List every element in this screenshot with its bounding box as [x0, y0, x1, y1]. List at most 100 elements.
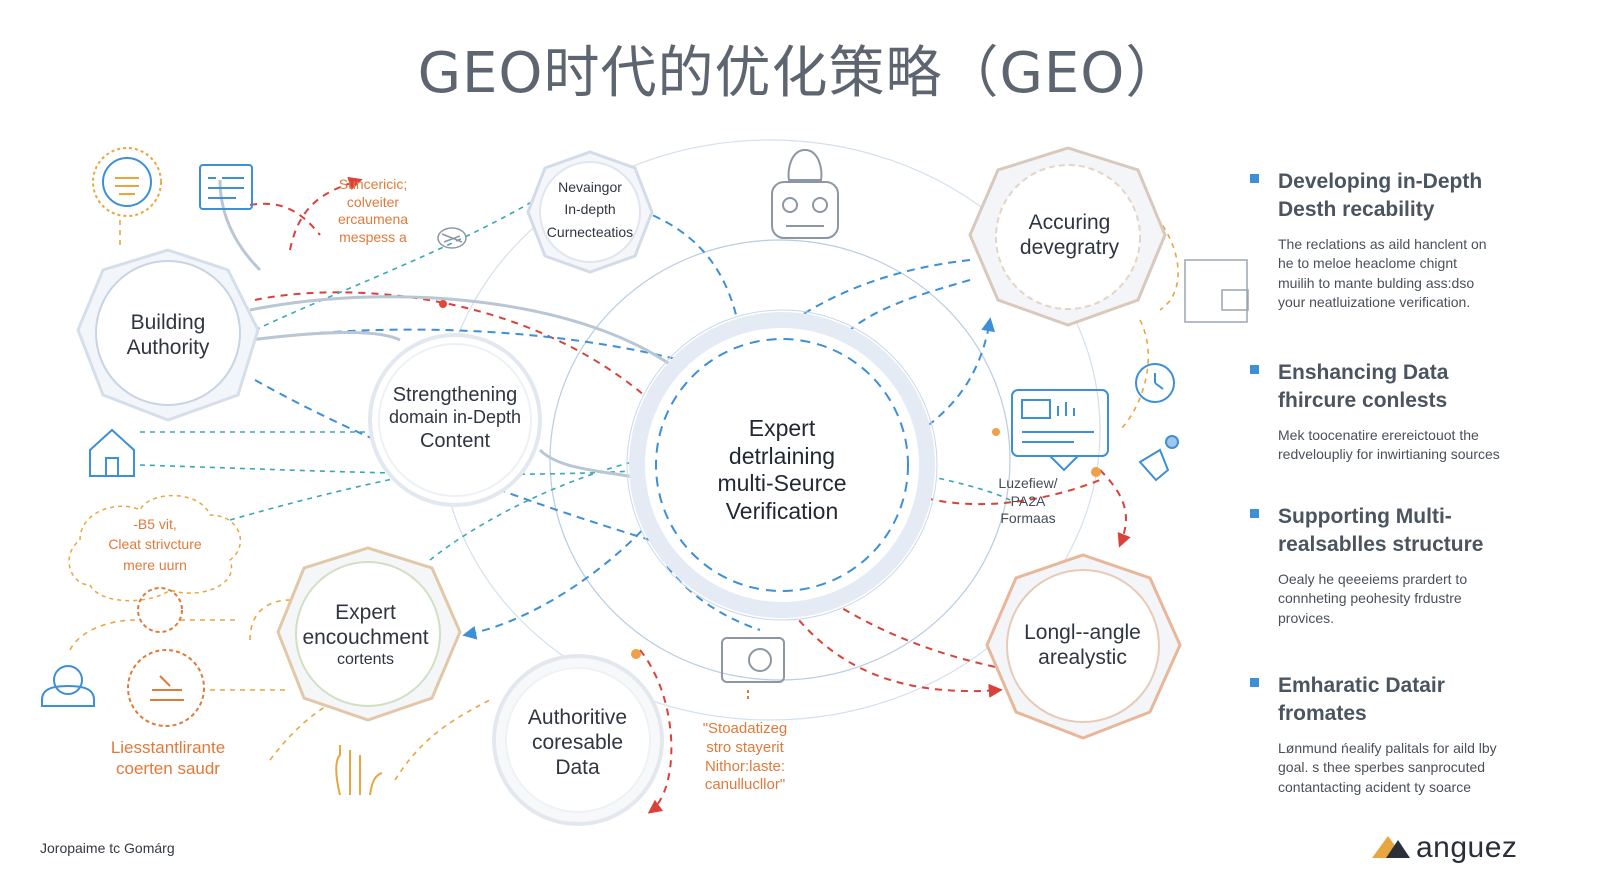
chart-box-icon: [1184, 259, 1249, 323]
panel-body-line: redveloupliy for inwirtianing sources: [1278, 446, 1500, 463]
panel-heading-line: Desth recability: [1278, 198, 1435, 222]
panel-heading-line: fromates: [1278, 702, 1367, 726]
footer-credit: Joropaime tc Gomárg: [40, 840, 175, 856]
node-expert-encouchment-circle: [276, 546, 462, 722]
center-node-label: Expert detrlaining multi-Seurce Verifica…: [672, 415, 892, 525]
panel-body: Oealy he qeeeiems prardert to connheting…: [1278, 570, 1550, 629]
panel-body-line: he to meloe heaclome chignt: [1278, 255, 1457, 272]
panel-heading-line: Enshancing Data: [1278, 361, 1449, 384]
bullet-icon: [1250, 174, 1259, 183]
annotation-line: Formaas: [1000, 510, 1056, 526]
annotation-line: coerten saudr: [116, 759, 220, 779]
node-line: coresable: [531, 731, 624, 755]
annotation-line: Suncericic;: [338, 176, 408, 192]
panel-body: Lønmund ńealify palitals for aild lby go…: [1278, 739, 1550, 798]
panel-item: Supporting Multi- realsablles structure …: [1250, 503, 1550, 628]
panel-heading: Enshancing Data fhircure conlests: [1278, 359, 1550, 416]
cloud-icon: [68, 494, 241, 602]
node-line: Expert: [335, 601, 396, 624]
node-long-angle-circle: [985, 553, 1182, 740]
annotation-line: canullucllor": [704, 776, 786, 794]
panel-item: Emharatic Datair fromates Lønmund ńealif…: [1250, 672, 1550, 797]
dashboard-icon: [1011, 389, 1109, 472]
annotation-line: Liesstantlirante: [110, 738, 226, 757]
panel-body-line: goal. s thee sperbes sanprocuted: [1278, 759, 1486, 776]
annotation-luzefiew: Luzefiew/ PA2A Formaas: [978, 475, 1078, 528]
seal-icon: [92, 147, 162, 217]
bullet-icon: [1250, 678, 1259, 687]
document-icon: [199, 164, 253, 210]
panel-heading-line: fhircure conlests: [1278, 389, 1448, 413]
brand-logo-icon: [1372, 836, 1410, 858]
panel-body-line: contantacting acident ty soarce: [1278, 778, 1472, 795]
annotation-line: mespess a: [339, 228, 407, 245]
timer-icon: [1135, 363, 1175, 403]
annotation-suncericic: Suncericic; colveiter ercaumena mespess …: [318, 176, 428, 246]
node-line: arealystic: [1038, 646, 1127, 670]
panel-item: Developing in-Depth Desth recability The…: [1250, 168, 1550, 313]
node-line: cortents: [337, 651, 394, 669]
node-line: encouchment: [302, 626, 429, 650]
node-building-authority: Building Authority: [98, 310, 238, 360]
node-line: Content: [419, 429, 491, 452]
hand-icon: [335, 745, 383, 796]
node-strengthening: Strengthening domain in-Depth Content: [370, 383, 540, 453]
annotation-line: ercaumena: [337, 211, 409, 227]
annotation-line: Luzefiew/: [998, 475, 1058, 491]
panel-body-line: muilih to mante bulding ass:dso: [1278, 274, 1475, 291]
node-accuring: Accuring devegratry: [992, 210, 1147, 260]
pointer-icon: [1138, 435, 1179, 482]
annotation-line: PA2A: [1010, 492, 1046, 509]
bullet-icon: [1250, 365, 1259, 374]
panel-heading: Emharatic Datair fromates: [1278, 672, 1550, 729]
node-line: In-depth: [564, 201, 616, 218]
node-strengthening-circle: [368, 333, 542, 507]
node-line: Longl--angle: [1024, 621, 1141, 644]
panel-body: Mek toocenatire erereictouot the redvelo…: [1278, 426, 1550, 465]
annotation-liesstant: Liesstantlirante coerten saudr: [88, 737, 248, 780]
node-in-depth: Nevaingor In-depth Curnecteatios: [535, 176, 645, 243]
node-line: Curnecteatios: [546, 223, 634, 240]
node-line: domain in-Depth: [388, 407, 522, 427]
node-line: Building: [130, 311, 206, 334]
panel-heading-line: realsablles structure: [1278, 533, 1484, 557]
panel-body-line: connheting peohesity frdustre: [1278, 590, 1462, 607]
brand-name: anguez: [1416, 831, 1518, 864]
node-line: Nevaingor: [558, 179, 622, 195]
annotation-line: "Stoadatizeg: [702, 720, 788, 737]
annotation-cleat-structure: -B5 vit, Cleat strivcture mere uurn: [75, 514, 235, 575]
node-line: devegratry: [1019, 236, 1120, 260]
center-line: Verification: [725, 497, 839, 524]
node-line: Data: [555, 756, 600, 780]
annotation-line: -B5 vit,: [133, 516, 177, 532]
center-node: [626, 309, 938, 621]
panel-heading: Supporting Multi- realsablles structure: [1278, 503, 1550, 560]
camera-icon: [721, 637, 785, 702]
annotation-line: colveiter: [346, 193, 400, 210]
node-accuring-circle: [968, 146, 1167, 327]
house-icon: [89, 428, 135, 477]
panel-body-line: your neatluizatione verification.: [1278, 294, 1471, 311]
node-long-angle: Longl--angle arealystic: [1000, 620, 1165, 670]
robot-icon: [771, 148, 839, 239]
node-building-authority-circle: [76, 248, 260, 422]
panel-heading-line: Supporting Multi-: [1278, 505, 1452, 528]
node-authoritive-circle: [492, 654, 664, 826]
bullet-icon: [1250, 509, 1259, 518]
node-in-depth-circle: [526, 150, 654, 274]
annotation-line: mere uurn: [123, 556, 187, 573]
annotation-line: stro stayerit: [706, 738, 784, 756]
panel-body: The reclations as aild hanclent on he to…: [1278, 235, 1550, 313]
node-expert-encouchment: Expert encouchment cortents: [288, 600, 443, 670]
panel-body-line: The reclations as aild hanclent on: [1278, 235, 1487, 252]
panel-body-line: Mek toocenatire erereictouot the: [1278, 426, 1479, 443]
center-line: detrlaining: [728, 442, 836, 469]
node-line: Accuring: [1028, 211, 1111, 234]
panel-heading: Developing in-Depth Desth recability: [1278, 168, 1550, 225]
panel-heading-line: Developing in-Depth: [1278, 170, 1483, 193]
annotation-line: Nithor:laste:: [704, 757, 786, 775]
panel-body-line: Oealy he qeeeiems prardert to: [1278, 570, 1468, 587]
mascot-icon: [127, 587, 205, 727]
node-line: Strengthening: [392, 384, 518, 406]
